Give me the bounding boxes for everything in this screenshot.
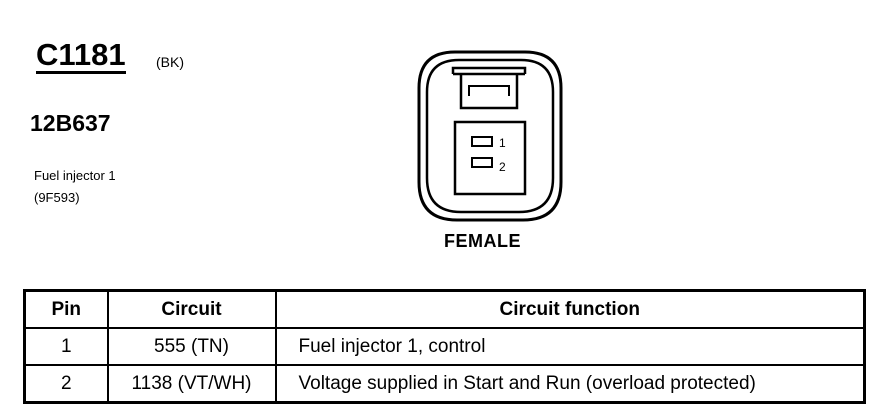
pin-cell: 2 (23, 364, 109, 404)
connector-id: C1181 (36, 37, 126, 74)
connector-color: (BK) (156, 54, 184, 70)
connector-description: Fuel injector 1 (34, 168, 116, 183)
connector-housing-inner (425, 58, 555, 214)
table-row: 1 555 (TN) Fuel injector 1, control (23, 327, 866, 366)
header-circuit-function: Circuit function (274, 289, 866, 329)
terminal-slot-1 (471, 136, 493, 147)
circuit-cell: 1138 (VT/WH) (106, 364, 277, 404)
connector-gender-label: FEMALE (444, 231, 521, 251)
connector-face-diagram: 1 2 (417, 50, 563, 222)
connector-housing-outer (417, 50, 563, 222)
terminal-slot-2 (471, 157, 493, 168)
pin-label-1: 1 (499, 136, 506, 150)
pin-cell: 1 (23, 327, 109, 366)
pin-label-2: 2 (499, 160, 506, 174)
locking-tab (451, 66, 527, 110)
part-number: 12B637 (30, 110, 111, 136)
table-header-row: Pin Circuit Circuit function (23, 289, 866, 329)
header-pin: Pin (23, 289, 109, 329)
circuit-function-cell: Fuel injector 1, control (274, 327, 866, 366)
locking-tab-latch (468, 85, 510, 96)
table-row: 2 1138 (VT/WH) Voltage supplied in Start… (23, 364, 866, 404)
header-circuit: Circuit (106, 289, 277, 329)
component-part-number: (9F593) (34, 190, 80, 205)
circuit-function-cell: Voltage supplied in Start and Run (overl… (274, 364, 866, 404)
circuit-cell: 555 (TN) (106, 327, 277, 366)
terminal-cavity-block (453, 120, 527, 196)
pin-table: Pin Circuit Circuit function 1 555 (TN) … (23, 289, 866, 404)
